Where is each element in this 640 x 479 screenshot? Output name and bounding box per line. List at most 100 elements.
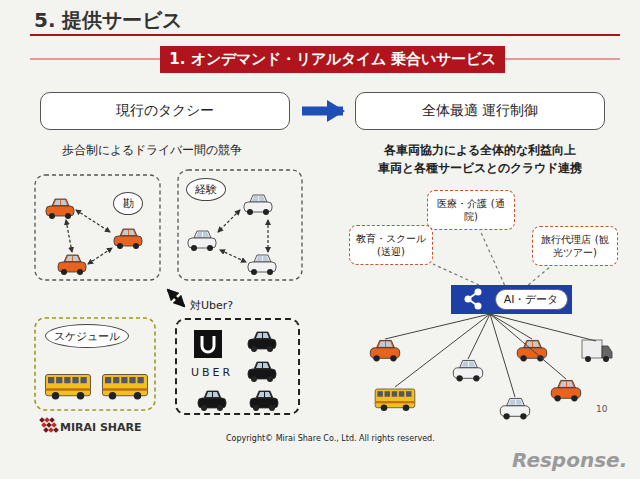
speech-bubble: 経験 <box>186 178 226 201</box>
car-icon <box>198 391 226 411</box>
car-icon <box>551 380 580 401</box>
bus-window <box>121 377 127 383</box>
competition-arrow <box>220 250 246 262</box>
service-link <box>433 264 479 285</box>
bus-window <box>64 377 70 383</box>
competition-arrow <box>88 248 112 264</box>
bus-window <box>105 377 111 383</box>
logo-square <box>53 427 59 433</box>
bus-icon <box>375 389 415 411</box>
flow-arrow <box>302 107 343 116</box>
wheel <box>571 395 577 401</box>
competition-arrow <box>218 210 240 232</box>
cloud-link <box>490 314 532 339</box>
logo-square <box>46 422 52 428</box>
car-window <box>256 333 269 338</box>
uber-logo <box>194 330 222 358</box>
wheel <box>537 355 543 361</box>
car-icon <box>453 360 482 381</box>
label-text: 10 <box>596 404 607 414</box>
wheel <box>201 405 207 411</box>
car-window <box>509 400 523 405</box>
wheel <box>133 243 139 249</box>
heading-box: 現行のタクシー <box>40 92 290 130</box>
car-icon <box>500 398 529 419</box>
node-text: 教育・スクール (送迎) <box>354 232 428 259</box>
company-logo-mark <box>39 417 59 433</box>
wheel <box>267 346 273 352</box>
wheel <box>603 356 609 362</box>
bus-stripe <box>375 401 415 403</box>
wheel <box>473 375 479 381</box>
node-text: スケジュール <box>54 329 120 344</box>
cloud-hub: AI・データ <box>451 285 572 314</box>
bus-window <box>56 377 62 383</box>
car-icon <box>370 340 399 361</box>
truck-box <box>582 340 602 358</box>
wheel <box>503 413 509 419</box>
car-cabin <box>64 255 81 262</box>
node-text: 1. オンデマンド・リアルタイム 乗合いサービス <box>169 50 496 69</box>
title-rule <box>30 34 620 36</box>
competition-arrow <box>66 220 72 252</box>
wheel <box>373 355 379 361</box>
node-text: 医療・介護 (通院) <box>432 197 510 224</box>
car-cabin <box>254 255 271 262</box>
service-link <box>480 230 505 285</box>
wheel <box>247 209 253 215</box>
node-text: AI・データ <box>495 289 568 310</box>
wheel <box>253 405 259 411</box>
node-text: 全体最適 運行制御 <box>422 102 538 120</box>
node-text: UBER <box>191 366 233 379</box>
bus-group <box>35 318 155 410</box>
car-window <box>252 196 265 201</box>
wheel <box>520 355 526 361</box>
car-window <box>258 392 271 397</box>
car-cabin <box>194 231 211 238</box>
car-cabin <box>524 340 542 347</box>
car-cabin <box>254 362 271 369</box>
wheel <box>554 395 560 401</box>
car-window <box>122 230 135 235</box>
node-text: 旅行代理店 (観光ツアー) <box>537 233 613 260</box>
wheel <box>52 392 60 400</box>
car-window <box>66 256 79 261</box>
wheel <box>77 269 83 275</box>
cloud-links <box>385 314 596 397</box>
wheel <box>269 405 275 411</box>
vehicles <box>46 195 613 419</box>
car-cabin <box>507 398 525 405</box>
bus-window <box>48 377 54 383</box>
bus-window <box>72 377 78 383</box>
wheel <box>251 269 257 275</box>
share-dot <box>474 289 481 296</box>
driver-group <box>178 170 302 280</box>
logo-square <box>44 417 50 423</box>
cloud-link <box>490 314 566 379</box>
car-cabin <box>558 380 576 387</box>
label-text: 車両と各種サービスとのクラウド連携 <box>378 160 582 177</box>
watermark: Response. <box>512 448 627 472</box>
service-link <box>528 266 551 285</box>
wheel <box>61 269 67 275</box>
bus-window <box>399 391 405 397</box>
car-window <box>462 362 476 367</box>
car-window <box>256 256 269 261</box>
wheel <box>77 392 85 400</box>
car-window <box>379 342 393 347</box>
competition-arrow <box>267 220 268 252</box>
speech-bubble: 勘 <box>113 192 143 215</box>
wheel <box>390 355 396 361</box>
bus-body <box>375 389 415 408</box>
car-icon <box>248 255 276 275</box>
wheel <box>207 245 213 251</box>
car-cabin <box>377 340 395 347</box>
logo-square <box>41 422 47 428</box>
bus-icon <box>103 375 148 400</box>
wheel <box>117 243 123 249</box>
car-window <box>560 382 574 387</box>
versus-arrow <box>168 290 184 306</box>
car-cabin <box>254 332 271 339</box>
car-icon <box>188 231 216 251</box>
bus-window <box>406 391 412 397</box>
